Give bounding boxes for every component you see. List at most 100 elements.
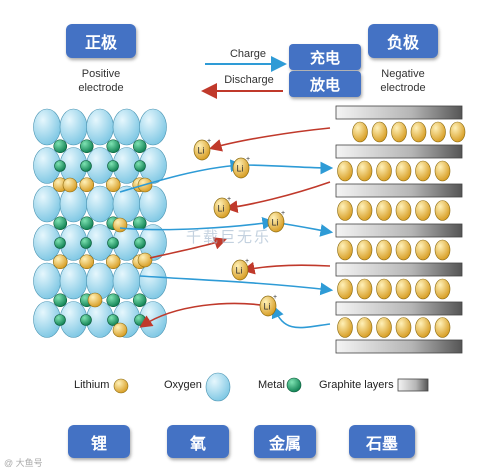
graphite-layer xyxy=(335,144,463,159)
graphite-layer xyxy=(335,339,463,354)
cathode-label: Positive electrode xyxy=(58,67,144,95)
lithium-atom xyxy=(87,292,103,308)
anode-label: Negative electrode xyxy=(358,67,448,95)
li-ion-charge: + xyxy=(246,156,250,163)
legend-metal-label: Metal xyxy=(258,379,285,391)
lithium-atom xyxy=(356,200,373,221)
oxygen-atom xyxy=(59,108,88,146)
lithium-atom xyxy=(79,177,95,193)
oxygen-atom xyxy=(33,108,61,146)
oxygen-atom xyxy=(86,262,114,300)
lithium-atom xyxy=(415,200,431,221)
metal-atom xyxy=(107,160,119,172)
li-ion-label: Li xyxy=(237,164,244,174)
metal-atom xyxy=(79,216,94,231)
oxygen-atom xyxy=(86,185,114,223)
lithium-atom xyxy=(79,254,95,270)
lithium-atom xyxy=(112,322,128,338)
lithium-atom xyxy=(356,278,373,300)
watermark: 千载巨无乐 xyxy=(186,229,272,246)
li-ion-label: Li xyxy=(264,302,271,312)
ion-path xyxy=(119,159,244,193)
graphite-layer xyxy=(335,301,463,316)
metal-atom xyxy=(134,314,146,326)
oxygen-atom xyxy=(112,262,141,300)
lithium-atom xyxy=(415,160,431,182)
li-ion xyxy=(231,259,249,281)
lithium-atom xyxy=(62,177,78,193)
lithium-atom xyxy=(356,317,373,338)
li-ion-charge: + xyxy=(281,210,285,217)
li-ion-label: Li xyxy=(236,266,243,276)
metal-atom xyxy=(132,293,147,308)
lithium-atom xyxy=(395,160,412,182)
oxygen-atom xyxy=(86,108,114,146)
li-ion-charge: + xyxy=(273,294,277,301)
metal-atom xyxy=(54,237,66,249)
oxygen-atom xyxy=(112,185,141,223)
legend-graphite-symbol xyxy=(397,378,429,392)
legend-graphite-label: Graphite layers xyxy=(319,379,394,391)
lithium-atom xyxy=(434,317,451,338)
li-ion xyxy=(267,211,285,233)
li-ion-label: Li xyxy=(272,218,279,228)
legend-metal-symbol xyxy=(286,377,302,393)
lithium-atom xyxy=(337,278,353,300)
oxygen-atom xyxy=(112,108,141,146)
metal-atom xyxy=(106,293,121,308)
corner-mark: @ 大鱼号 xyxy=(4,458,43,468)
discharge-label: Discharge xyxy=(224,74,274,86)
metal-atom xyxy=(134,160,146,172)
lithium-atom xyxy=(410,121,427,143)
legend-graphite-zh: 石墨 xyxy=(349,425,415,458)
anode-graphite xyxy=(335,105,466,354)
metal-atom xyxy=(53,216,68,231)
metal-atom xyxy=(53,293,68,308)
lithium-atom xyxy=(356,239,373,261)
graphite-layer xyxy=(335,105,463,120)
graphite-layer xyxy=(335,223,463,238)
li-ion xyxy=(193,139,211,161)
ion-path xyxy=(271,305,331,329)
metal-atom xyxy=(54,160,66,172)
oxygen-atom xyxy=(139,108,167,146)
li-ion xyxy=(213,197,231,219)
ion-paths xyxy=(119,127,334,329)
metal-atom xyxy=(106,139,121,154)
lithium-atom xyxy=(415,239,431,261)
legend-lithium-label: Lithium xyxy=(74,379,110,391)
metal-atom xyxy=(80,314,92,326)
metal-atom xyxy=(132,216,147,231)
ion-path xyxy=(119,217,276,231)
charge-zh-label: 充电 xyxy=(289,44,361,70)
ion-path xyxy=(208,127,331,152)
lithium-atom xyxy=(391,121,407,143)
ion-path xyxy=(239,161,334,175)
oxygen-atom xyxy=(139,262,167,300)
lithium-atom xyxy=(415,278,431,300)
lithium-atom xyxy=(52,254,68,270)
cathode-title: 正极 xyxy=(66,24,136,58)
lithium-atom xyxy=(376,160,392,182)
ion-path xyxy=(241,261,331,275)
discharge-zh-label: 放电 xyxy=(289,71,361,97)
metal-atom xyxy=(53,139,68,154)
legend-lithium-symbol xyxy=(113,378,129,394)
charge-label: Charge xyxy=(229,48,267,60)
lithium-atom xyxy=(430,121,446,143)
ion-path xyxy=(149,237,228,259)
li-ion-charge: + xyxy=(245,258,249,265)
lithium-atom xyxy=(337,160,353,182)
lithium-atom xyxy=(395,200,412,221)
lithium-atom xyxy=(105,177,121,193)
oxygen-atom xyxy=(33,262,61,300)
metal-atom xyxy=(132,139,147,154)
graphite-layer xyxy=(335,183,463,198)
lithium-atom xyxy=(112,217,128,233)
lithium-atom xyxy=(434,239,451,261)
metal-atom xyxy=(80,237,92,249)
metal-atom xyxy=(107,237,119,249)
oxygen-atom xyxy=(139,185,167,223)
legend-lithium-zh: 锂 xyxy=(68,425,130,458)
anode-label-line1: Negative xyxy=(381,68,425,80)
